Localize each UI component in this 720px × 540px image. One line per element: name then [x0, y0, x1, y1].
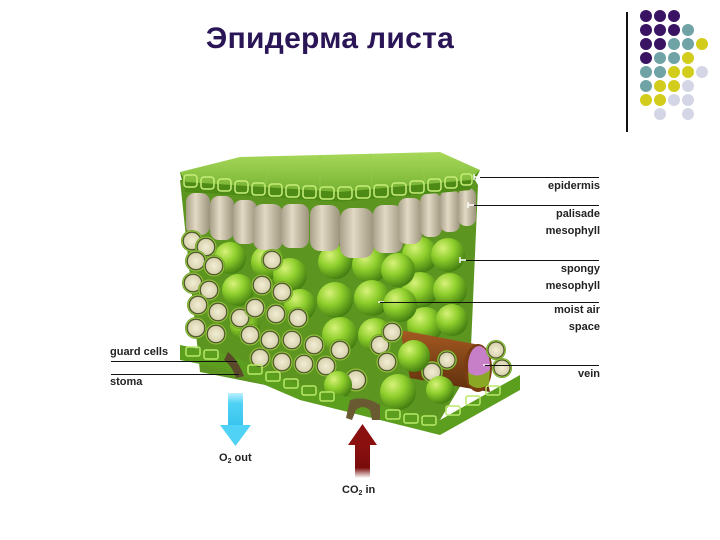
label-stoma: stoma [110, 374, 142, 391]
o2-out-arrow [220, 393, 251, 446]
decorative-dot [682, 38, 694, 50]
air-space-tubes [181, 230, 512, 392]
decorative-dot [682, 24, 694, 36]
decorative-dot [640, 24, 652, 36]
label-vein-text: vein [577, 368, 600, 380]
decorative-dot [668, 94, 680, 106]
label-epidermis-text: epidermis [548, 180, 600, 192]
o2-subscript: 2 [227, 458, 232, 465]
decorative-dot [640, 38, 652, 50]
moist-air-leader-line [380, 302, 599, 303]
co2-symbol: CO [342, 484, 359, 496]
label-o2-out: O2 out [219, 450, 252, 470]
decorative-dot [654, 66, 666, 78]
decorative-dot [640, 94, 652, 106]
label-stoma-text: stoma [110, 376, 143, 388]
label-guard-cells: guard cells [110, 344, 168, 361]
label-spongy-mesophyll: spongy mesophyll [500, 261, 600, 295]
vein-leader-line [485, 365, 599, 366]
decorative-dot [682, 80, 694, 92]
decorative-dot [696, 66, 708, 78]
label-palisade-line1: palisade [555, 208, 600, 220]
label-guard-cells-text: guard cells [110, 346, 169, 358]
decorative-dot [654, 80, 666, 92]
guard-cells-leader-line [111, 361, 237, 362]
decorative-dot [682, 52, 694, 64]
decorative-vertical-line [626, 12, 628, 132]
decorative-dot [696, 38, 708, 50]
label-moist-air-line2: space [568, 321, 600, 333]
label-co2-in: CO2 in [342, 482, 375, 502]
label-spongy-line2: mesophyll [545, 280, 600, 292]
co2-subscript: 2 [358, 490, 363, 497]
decorative-dot [668, 24, 680, 36]
upper-epidermis [180, 152, 480, 202]
co2-direction: in [362, 484, 376, 496]
label-epidermis: epidermis [500, 178, 600, 195]
decorative-dot [640, 66, 652, 78]
decorative-dot [668, 66, 680, 78]
label-spongy-line1: spongy [560, 263, 600, 275]
front-spongy-cells [324, 340, 454, 410]
decorative-dot [654, 24, 666, 36]
o2-direction: out [231, 452, 252, 464]
decorative-dot [668, 80, 680, 92]
label-vein: vein [500, 366, 600, 383]
decorative-dot [668, 38, 680, 50]
decorative-dot [640, 10, 652, 22]
label-moist-air-line1: moist air [554, 304, 600, 316]
decorative-dot [682, 94, 694, 106]
decorative-dot [668, 52, 680, 64]
stoma-leader-line [111, 374, 239, 375]
decorative-dot [654, 52, 666, 64]
decorative-dot [654, 94, 666, 106]
stomata [224, 352, 380, 420]
co2-in-arrow [348, 424, 377, 478]
decorative-dot [640, 80, 652, 92]
decorative-dot [640, 52, 652, 64]
palisade-leader-line [474, 205, 599, 206]
decorative-dot [654, 38, 666, 50]
o2-symbol: O [219, 452, 228, 464]
lower-epidermis [180, 345, 520, 435]
epidermis-leader-line [480, 177, 599, 178]
label-palisade-line2: mesophyll [545, 225, 600, 237]
decorative-dot [668, 10, 680, 22]
label-palisade-mesophyll: palisade mesophyll [500, 206, 600, 240]
decorative-dot [682, 66, 694, 78]
decorative-dot [654, 10, 666, 22]
decorative-dot [654, 108, 666, 120]
decorative-dot [682, 108, 694, 120]
label-moist-air-space: moist air space [500, 302, 600, 336]
spongy-leader-line [466, 260, 599, 261]
slide-title: Эпидерма листа [205, 22, 455, 55]
palisade-cells [186, 188, 476, 258]
